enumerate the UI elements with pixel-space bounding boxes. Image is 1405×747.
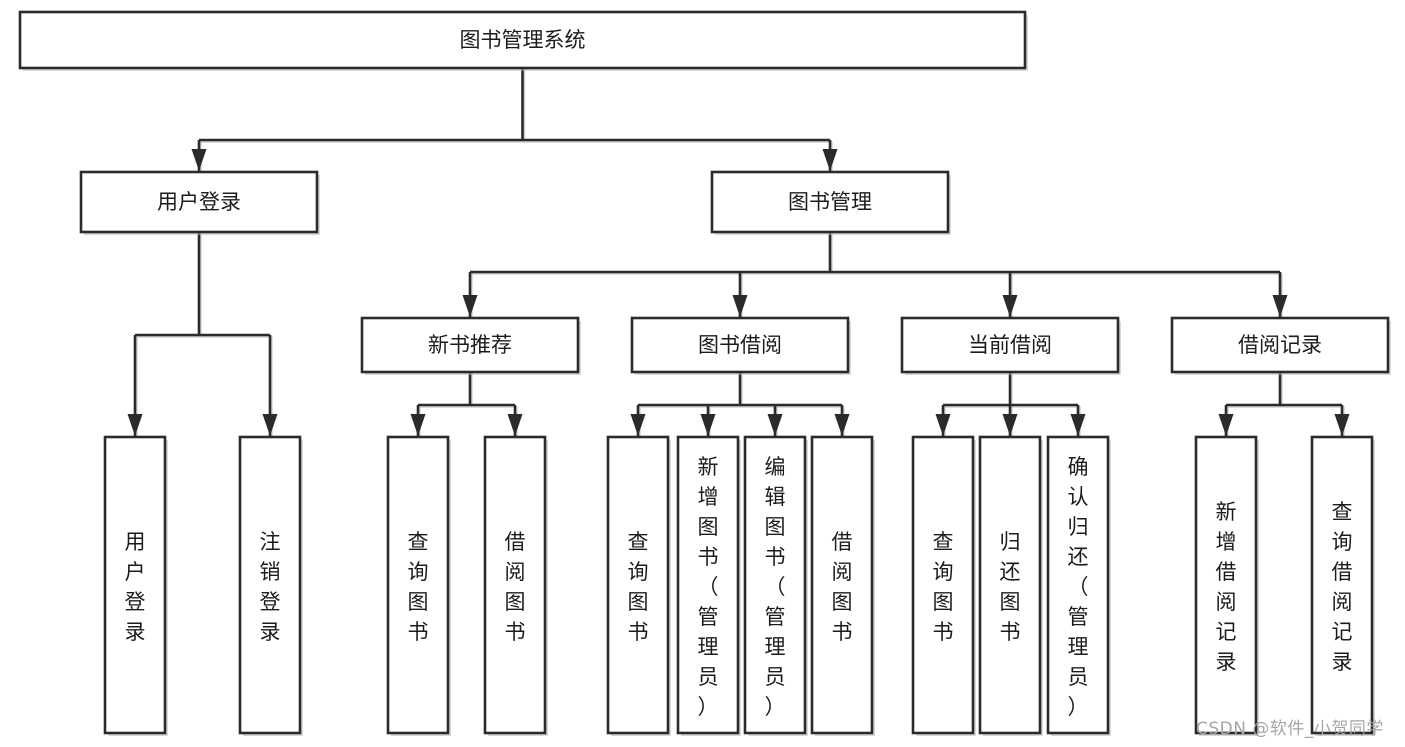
nodes-layer: 图书管理系统用户登录图书管理新书推荐图书借阅当前借阅借阅记录用户登录注销登录查询… xyxy=(18,10,1391,736)
node-leaf-borrow-book-rec[interactable]: 借阅图书 xyxy=(483,435,548,736)
node-label: 查询借阅记录 xyxy=(1332,500,1353,674)
csdn-watermark: CSDN @软件_小贺同学 xyxy=(1196,719,1384,739)
node-leaf-borrow-book-bb[interactable]: 借阅图书 xyxy=(810,435,875,736)
node-label: 查询图书 xyxy=(628,530,649,644)
node-label: 归还图书 xyxy=(1000,530,1021,644)
node-user-login[interactable]: 用户登录 xyxy=(79,170,320,235)
node-leaf-logout[interactable]: 注销登录 xyxy=(238,435,303,736)
node-label: 用户登录 xyxy=(125,530,146,644)
node-label: 新增借阅记录 xyxy=(1216,500,1237,674)
node-label: 新增图书（管理员） xyxy=(698,455,719,719)
node-label: 查询图书 xyxy=(933,530,954,644)
node-leaf-query-record[interactable]: 查询借阅记录 xyxy=(1310,435,1375,736)
node-label: 图书借阅 xyxy=(698,333,782,357)
node-leaf-add-book[interactable]: 新增图书（管理员） xyxy=(676,435,741,736)
node-label: 确认归还（管理员） xyxy=(1068,455,1089,719)
node-root[interactable]: 图书管理系统 xyxy=(18,10,1028,71)
connectors-layer xyxy=(127,68,1350,438)
node-leaf-edit-book[interactable]: 编辑图书（管理员） xyxy=(743,435,808,736)
node-label: 图书管理系统 xyxy=(460,28,586,52)
node-label: 编辑图书（管理员） xyxy=(765,455,786,719)
node-leaf-return-book[interactable]: 归还图书 xyxy=(978,435,1043,736)
node-label: 借阅记录 xyxy=(1238,333,1322,357)
node-leaf-query-book-rec[interactable]: 查询图书 xyxy=(386,435,451,736)
node-borrow-record[interactable]: 借阅记录 xyxy=(1170,316,1391,375)
node-label: 图书管理 xyxy=(788,190,872,214)
node-label: 借阅图书 xyxy=(832,530,853,644)
node-label: 查询图书 xyxy=(408,530,429,644)
node-leaf-query-book-bb[interactable]: 查询图书 xyxy=(606,435,671,736)
node-label: 注销登录 xyxy=(260,530,281,644)
node-label: 借阅图书 xyxy=(505,530,526,644)
node-label: 用户登录 xyxy=(157,190,241,214)
node-book-manage[interactable]: 图书管理 xyxy=(710,170,951,235)
node-leaf-query-book-cb[interactable]: 查询图书 xyxy=(911,435,976,736)
node-leaf-confirm-return[interactable]: 确认归还（管理员） xyxy=(1046,435,1111,736)
node-book-borrow[interactable]: 图书借阅 xyxy=(630,316,851,375)
node-leaf-add-record[interactable]: 新增借阅记录 xyxy=(1194,435,1259,736)
node-label: 当前借阅 xyxy=(968,333,1052,357)
node-leaf-user-login[interactable]: 用户登录 xyxy=(103,435,168,736)
node-label: 新书推荐 xyxy=(428,333,512,357)
node-new-book-rec[interactable]: 新书推荐 xyxy=(360,316,581,375)
node-current-borrow[interactable]: 当前借阅 xyxy=(900,316,1121,375)
